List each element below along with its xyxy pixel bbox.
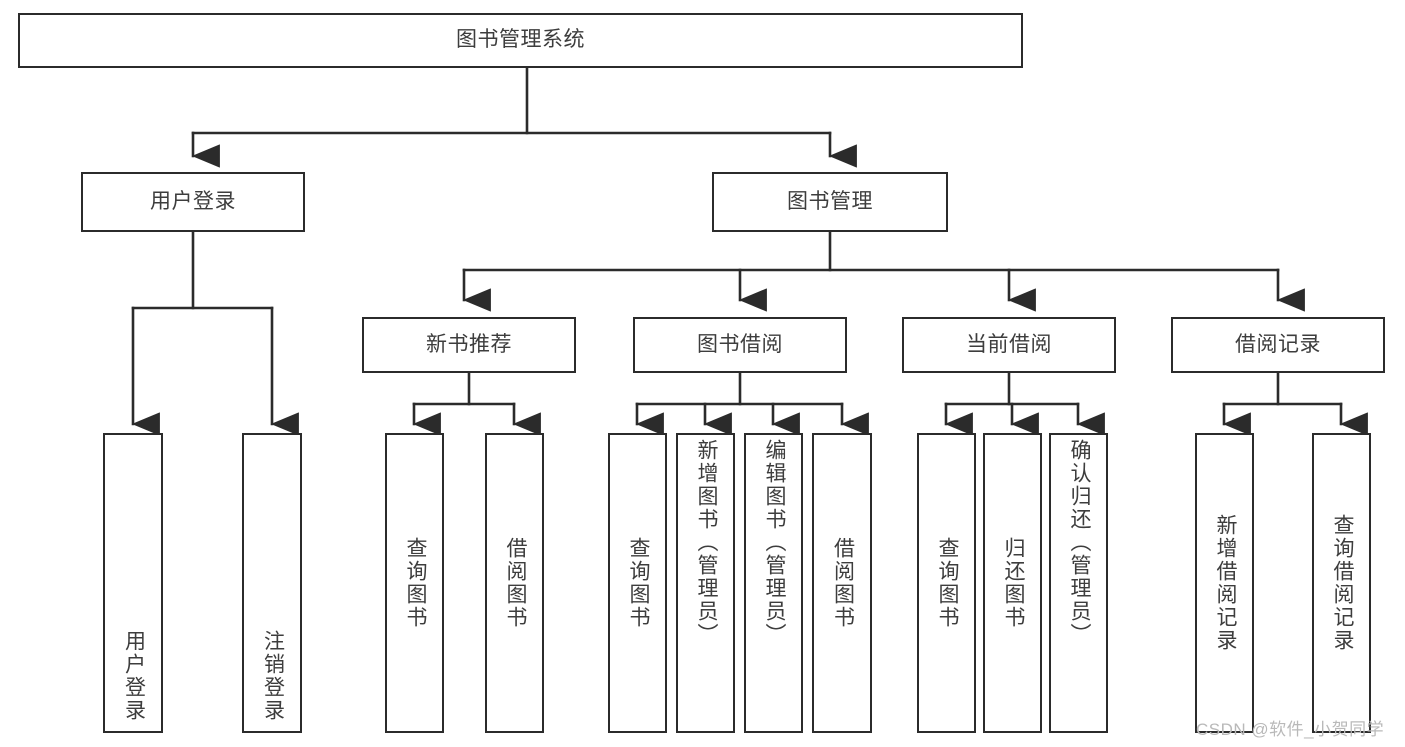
- node-label: 新增图书（管理员）: [694, 439, 718, 646]
- node-current-borrow[interactable]: 当前借阅: [902, 317, 1116, 373]
- node-label: 当前借阅: [966, 332, 1052, 356]
- node-label: 图书管理系统: [456, 28, 585, 52]
- node-label: 新书推荐: [426, 332, 512, 356]
- node-label: 注销登录: [261, 630, 285, 722]
- node-label: 借阅记录: [1235, 332, 1321, 356]
- node-label: 确认归还（管理员）: [1067, 439, 1091, 646]
- node-label: 新增借阅记录: [1213, 514, 1237, 652]
- node-root-library-system[interactable]: 图书管理系统: [18, 13, 1023, 68]
- leaf-borrow-borrow-book[interactable]: 借阅图书: [812, 433, 872, 733]
- leaf-current-return-book[interactable]: 归还图书: [983, 433, 1042, 733]
- leaf-borrow-edit-book-admin[interactable]: 编辑图书（管理员）: [744, 433, 803, 733]
- node-label: 借阅图书: [831, 537, 855, 629]
- node-new-book-recommend[interactable]: 新书推荐: [362, 317, 576, 373]
- leaf-user-login-login[interactable]: 用户登录: [103, 433, 163, 733]
- node-borrow-record[interactable]: 借阅记录: [1171, 317, 1385, 373]
- node-label: 查询图书: [403, 537, 427, 629]
- node-label: 查询借阅记录: [1330, 514, 1354, 652]
- node-label: 图书管理: [787, 189, 873, 213]
- leaf-record-query-record[interactable]: 查询借阅记录: [1312, 433, 1371, 733]
- leaf-current-query-book[interactable]: 查询图书: [917, 433, 976, 733]
- leaf-borrow-add-book-admin[interactable]: 新增图书（管理员）: [676, 433, 735, 733]
- node-book-borrow[interactable]: 图书借阅: [633, 317, 847, 373]
- node-label: 图书借阅: [697, 332, 783, 356]
- node-book-management[interactable]: 图书管理: [712, 172, 948, 232]
- node-label: 编辑图书（管理员）: [762, 439, 786, 646]
- node-label: 用户登录: [122, 630, 146, 722]
- leaf-user-login-logout[interactable]: 注销登录: [242, 433, 302, 733]
- node-user-login[interactable]: 用户登录: [81, 172, 305, 232]
- csdn-watermark: CSDN @软件_小贺同学: [1196, 720, 1385, 739]
- node-label: 查询图书: [935, 537, 959, 629]
- leaf-record-add-record[interactable]: 新增借阅记录: [1195, 433, 1254, 733]
- node-label: 查询图书: [626, 537, 650, 629]
- node-label: 借阅图书: [503, 537, 527, 629]
- leaf-borrow-query-book[interactable]: 查询图书: [608, 433, 667, 733]
- node-label: 归还图书: [1001, 537, 1025, 629]
- leaf-recommend-query-book[interactable]: 查询图书: [385, 433, 444, 733]
- leaf-current-confirm-return-admin[interactable]: 确认归还（管理员）: [1049, 433, 1108, 733]
- node-label: 用户登录: [150, 189, 236, 213]
- leaf-recommend-borrow-book[interactable]: 借阅图书: [485, 433, 544, 733]
